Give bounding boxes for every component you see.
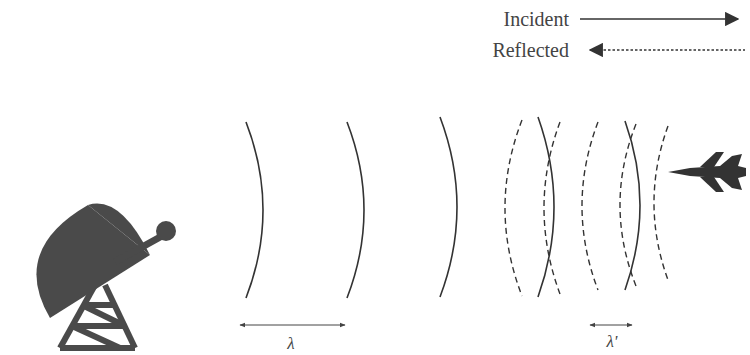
jet-aircraft <box>668 152 746 192</box>
incident-sample <box>580 18 738 20</box>
wavelength-arrow <box>590 325 632 326</box>
reflected-waves <box>505 120 668 296</box>
legend-text: Reflected <box>492 40 569 60</box>
wavelength-label: λ' <box>607 333 618 350</box>
incident-waves <box>246 117 640 298</box>
radar-dish <box>10 180 195 350</box>
legend-text: Incident <box>503 9 569 29</box>
wavelength-arrow <box>240 325 345 326</box>
wavelength-label: λ <box>287 335 294 352</box>
reflected-sample <box>590 49 745 51</box>
